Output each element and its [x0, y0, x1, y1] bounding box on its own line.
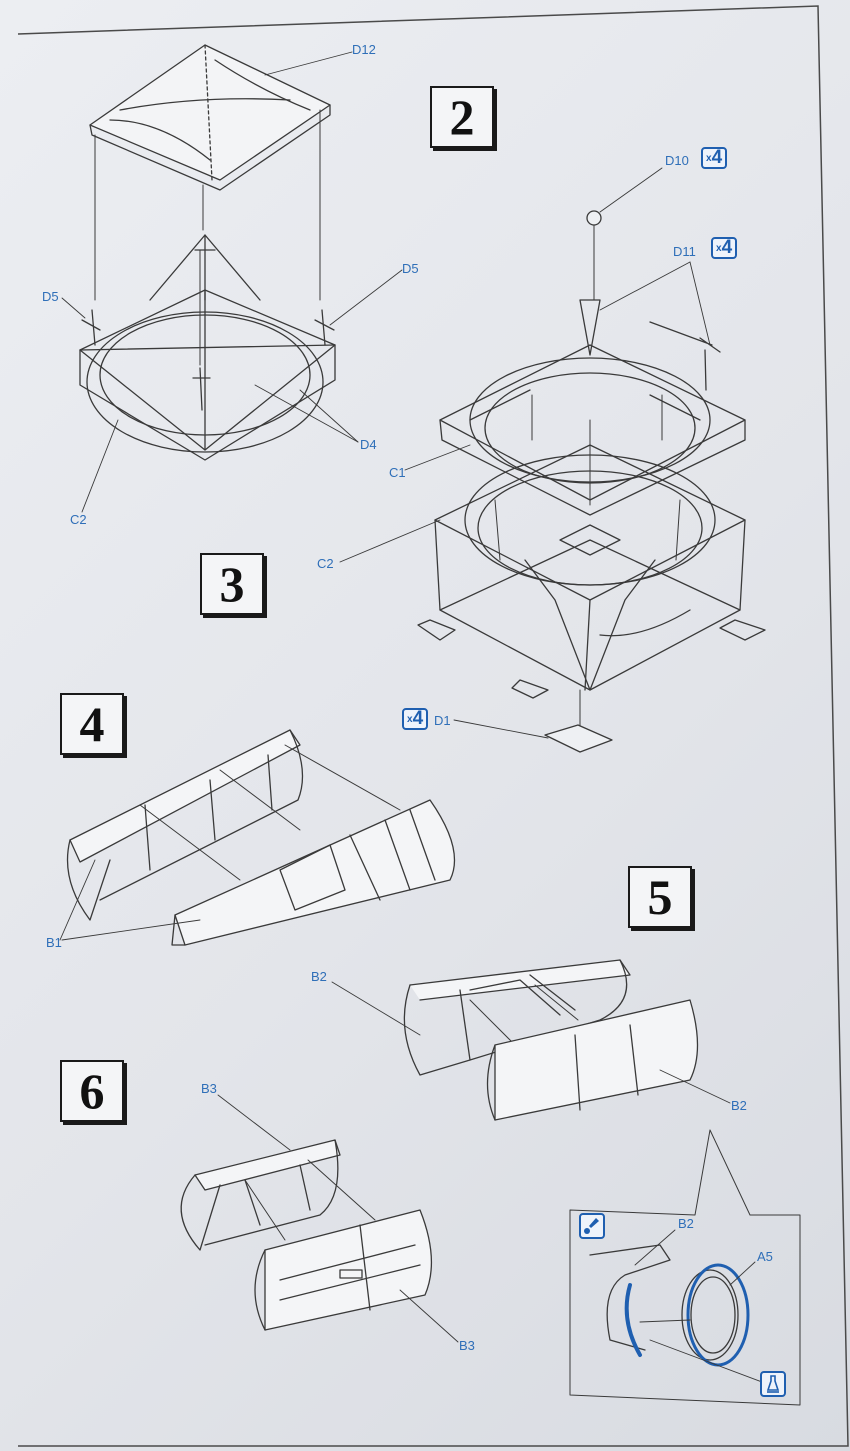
step6-leaders — [217, 1094, 459, 1343]
quantity-badge-d11: x4 — [711, 237, 738, 259]
part-label-d5-left: D5 — [42, 289, 59, 304]
step6-hull-b3-right — [254, 1209, 433, 1331]
step6-arrows — [244, 1159, 376, 1241]
part-label-c2-step3: C2 — [317, 556, 334, 571]
step5-hull-b2-left — [403, 959, 631, 1076]
step-number-3: 3 — [200, 553, 264, 615]
part-label-b2-right: B2 — [731, 1098, 747, 1113]
step5-callout-box — [569, 1129, 801, 1406]
step4-arrows — [139, 744, 401, 881]
part-label-d4: D4 — [360, 437, 377, 452]
step3-lower-stand-c2 — [417, 444, 766, 699]
part-label-d12: D12 — [352, 42, 376, 57]
part-label-d11: D11 — [673, 244, 696, 259]
part-label-d10: D10 — [665, 153, 689, 168]
quantity-badge-d1: x4 — [402, 708, 429, 730]
step5-detail — [589, 1229, 771, 1386]
part-label-c2-step2: C2 — [70, 512, 87, 527]
part-label-b2-detail: B2 — [678, 1216, 694, 1231]
step3-brackets-d11 — [579, 261, 721, 391]
step3-upper-ring-c1 — [439, 344, 746, 516]
part-label-b3-bottom: B3 — [459, 1338, 475, 1353]
step3-arrows — [531, 394, 663, 506]
step-number-4: 4 — [60, 693, 124, 755]
step2-ring-frame-c2 — [79, 234, 336, 461]
step2-leaders — [61, 51, 403, 513]
quantity-badge-d10: x4 — [701, 147, 728, 169]
step5-hull-b2-right — [486, 999, 699, 1121]
part-label-b3-top: B3 — [201, 1081, 217, 1096]
step4-hull-b1-right — [171, 799, 456, 946]
step-number-5: 5 — [628, 866, 692, 928]
step2-canopy-d12 — [89, 44, 331, 191]
part-label-d5-right: D5 — [402, 261, 419, 276]
step4-leaders — [59, 859, 201, 941]
glue-bottle-icon — [760, 1371, 786, 1397]
part-label-a5: A5 — [757, 1249, 773, 1264]
step-number-6: 6 — [60, 1060, 124, 1122]
step3-knob-d10 — [586, 167, 663, 301]
step-number-2: 2 — [430, 86, 494, 148]
page-border — [17, 5, 849, 1447]
step3-foot-d1 — [453, 689, 613, 753]
step2-arrows — [94, 109, 321, 366]
part-label-b2-top: B2 — [311, 969, 327, 984]
part-label-c1: C1 — [389, 465, 406, 480]
part-label-d1: D1 — [434, 713, 451, 728]
paint-brush-icon — [579, 1213, 605, 1239]
part-label-b1: B1 — [46, 935, 62, 950]
step5-arrows — [469, 984, 579, 1046]
step4-panel-b1-left — [66, 729, 304, 921]
step5-leaders — [331, 981, 731, 1104]
step3-leaders — [339, 444, 471, 563]
step6-hull-b3-left — [180, 1139, 341, 1251]
